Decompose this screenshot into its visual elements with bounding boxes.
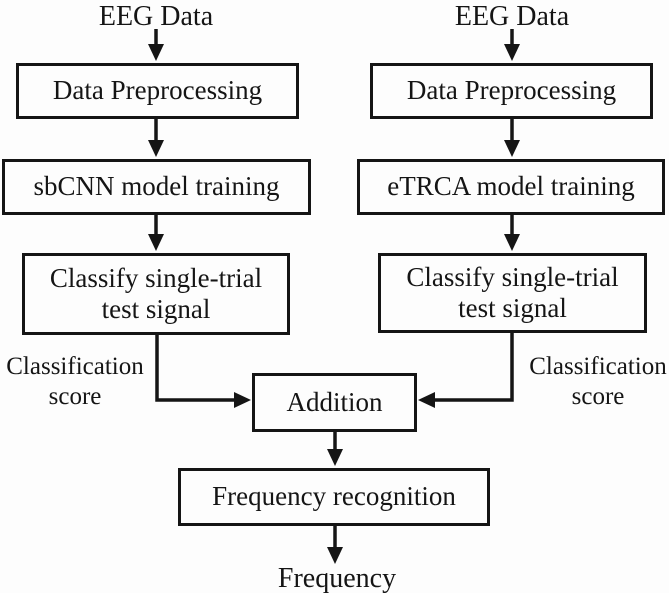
left-sbcnn-training-box: sbCNN model training — [2, 159, 311, 215]
arrow-right-classify-to-addition — [418, 333, 514, 408]
arrow-right-input-to-preprocess — [504, 29, 520, 61]
frequency-output-label: Frequency — [277, 563, 397, 593]
right-classify-line1: Classify single-trial — [406, 261, 619, 292]
arrow-right-train-to-classify — [504, 215, 520, 251]
left-sbcnn-training-label: sbCNN model training — [33, 171, 280, 202]
frequency-recognition-box: Frequency recognition — [178, 468, 490, 526]
left-classify-line1: Classify single-trial — [49, 262, 263, 293]
left-classify-box: Classify single-trial test signal — [22, 253, 290, 335]
addition-box: Addition — [252, 373, 417, 432]
right-input-label: EEG Data — [454, 1, 570, 32]
left-classify-line2: test signal — [101, 294, 211, 324]
arrow-addition-to-recognition — [327, 432, 343, 466]
right-etrca-training-label: eTRCA model training — [387, 171, 635, 202]
left-score-line1: Classification — [6, 353, 144, 380]
arrow-right-preprocess-to-train — [504, 119, 520, 157]
arrow-left-input-to-preprocess — [148, 29, 164, 61]
frequency-recognition-label: Frequency recognition — [212, 481, 456, 512]
right-preprocessing-box: Data Preprocessing — [370, 63, 653, 119]
right-etrca-training-box: eTRCA model training — [357, 159, 665, 215]
addition-label: Addition — [286, 386, 383, 417]
arrow-left-train-to-classify — [148, 215, 164, 251]
right-preprocessing-label: Data Preprocessing — [406, 75, 617, 106]
arrow-left-preprocess-to-train — [148, 119, 164, 157]
right-classify-box: Classify single-trial test signal — [378, 253, 647, 333]
left-preprocessing-box: Data Preprocessing — [16, 63, 299, 119]
arrow-recognition-to-output — [327, 526, 343, 564]
right-classify-line2: test signal — [458, 293, 567, 323]
right-score-line1: Classification — [529, 353, 667, 380]
left-classification-score-label: Classification score — [3, 352, 147, 411]
left-preprocessing-label: Data Preprocessing — [52, 75, 263, 106]
right-score-line2: score — [571, 382, 625, 410]
right-classification-score-label: Classification score — [526, 352, 669, 411]
left-score-line2: score — [48, 382, 102, 410]
left-input-label: EEG Data — [98, 1, 214, 32]
arrow-left-classify-to-addition — [155, 335, 251, 408]
